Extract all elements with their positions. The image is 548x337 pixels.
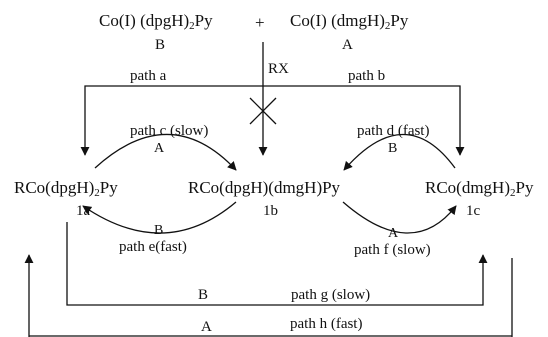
- reagent-b-marker: B: [155, 37, 166, 53]
- path-g-arrow: [66, 222, 488, 306]
- path-a-label: path a: [130, 68, 167, 84]
- path-h-reagent: A: [201, 319, 212, 335]
- path-b-label: path b: [348, 68, 386, 84]
- path-c-label: path c (slow): [130, 123, 209, 139]
- product-1a: RCo(dpgH)2Py: [14, 178, 118, 199]
- path-d-arrow: [343, 133, 456, 171]
- blocked-mark-2: [249, 97, 277, 125]
- path-a-arrow: [80, 85, 263, 156]
- reagent-a-marker: A: [342, 37, 353, 53]
- path-f-label: path f (slow): [354, 242, 431, 258]
- product-1c-label: 1c: [466, 203, 481, 219]
- path-c-reagent: A: [154, 141, 165, 156]
- product-1b: RCo(dpgH)(dmgH)Py: [188, 178, 341, 197]
- reagent-cobalt-dmgh: Co(I) (dmgH)2Py: [290, 11, 409, 32]
- path-d-reagent: B: [388, 141, 398, 156]
- reagent-cobalt-dpgh: Co(I) (dpgH)2Py: [99, 11, 213, 32]
- path-c-arrow: [94, 133, 237, 171]
- product-1b-label: 1b: [263, 203, 278, 219]
- path-h-label: path h (fast): [290, 316, 363, 332]
- path-g-label: path g (slow): [291, 287, 371, 303]
- path-e-label: path e(fast): [119, 239, 187, 255]
- path-e-arrow: [82, 201, 237, 234]
- path-f-arrow: [342, 201, 457, 234]
- path-f-reagent: A: [388, 226, 399, 241]
- path-b-arrow: [263, 85, 465, 156]
- product-1c: RCo(dmgH)2Py: [425, 178, 534, 199]
- path-d-label: path d (fast): [357, 123, 430, 139]
- plus-sign: +: [255, 13, 265, 32]
- path-g-reagent: B: [198, 287, 209, 303]
- reagent-rx-label: RX: [268, 61, 289, 77]
- product-1a-label: 1a: [76, 203, 91, 219]
- path-e-reagent: B: [154, 223, 164, 238]
